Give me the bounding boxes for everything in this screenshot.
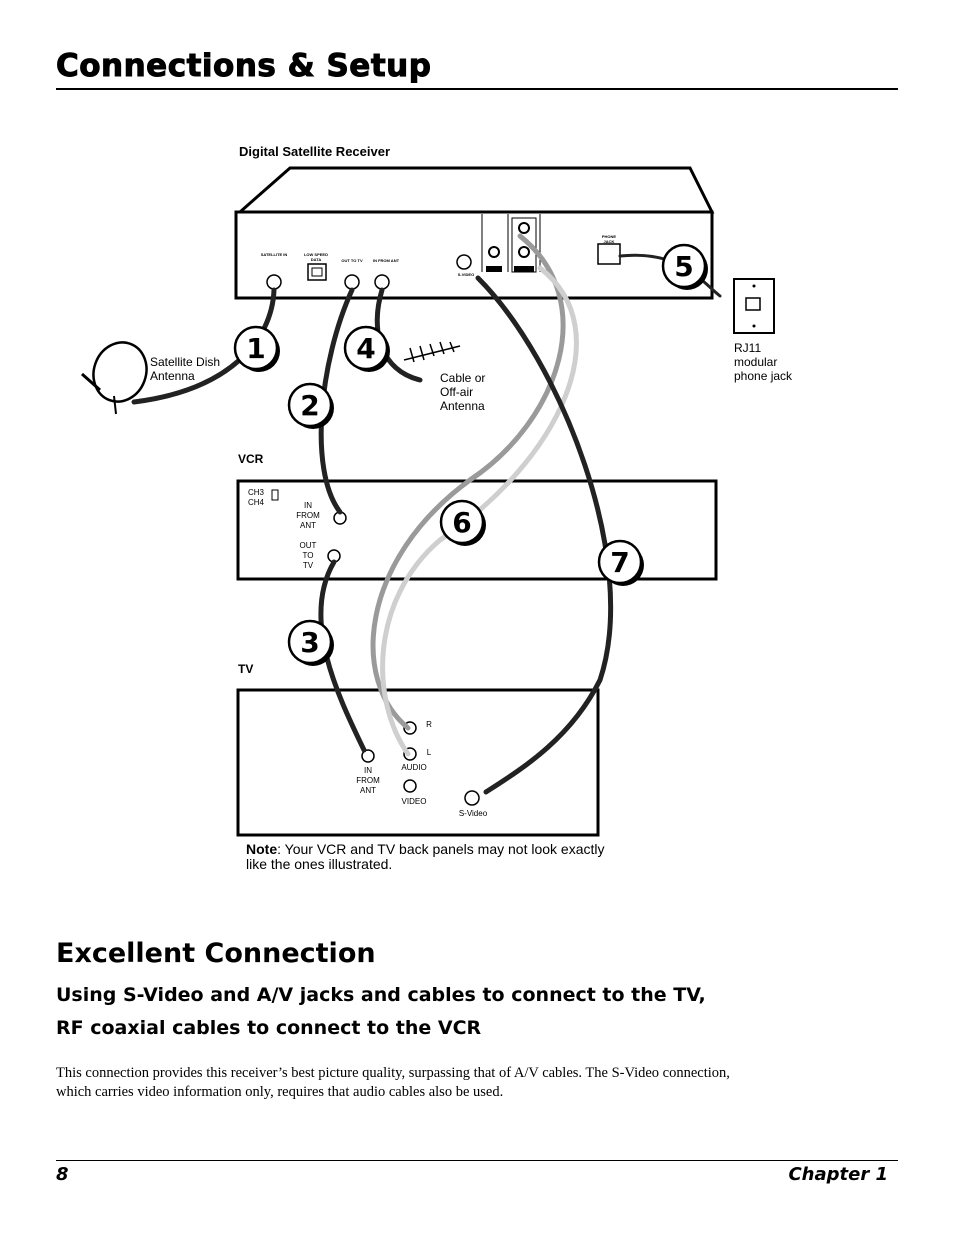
step-badge-7 — [597, 539, 643, 585]
chapter-label: Chapter 1 — [788, 1164, 888, 1185]
vcr-out-to-tv: OUT TO TV — [299, 541, 317, 570]
tv-audio-r: R — [426, 720, 432, 729]
step-number-1: 1 — [246, 332, 265, 365]
tv-box — [236, 688, 600, 837]
step-badge-4 — [343, 325, 389, 371]
section-subtitle-line1: Using S-Video and A/V jacks and cables t… — [56, 984, 706, 1006]
note-label: Note — [246, 841, 278, 857]
header-rule — [56, 88, 898, 90]
section-subtitle-line2: RF coaxial cables to connect to the VCR — [56, 1017, 482, 1039]
step-number-4: 4 — [356, 332, 375, 365]
step-badge-5 — [661, 243, 707, 289]
wall-phone-jack — [733, 278, 775, 334]
section-body: This connection provides this receiver’s… — [56, 1065, 730, 1100]
phone-jack-label: RJ11 modular phone jack — [734, 341, 793, 383]
port-in-from-ant: IN FROM ANT — [372, 258, 400, 263]
step-badge-6 — [439, 499, 485, 545]
page-number: 8 — [56, 1164, 69, 1185]
step-badge-3 — [287, 619, 333, 665]
vcr-in-from-ant: IN FROM ANT — [296, 501, 320, 530]
note-text: : Your VCR and TV back panels may not lo… — [246, 841, 605, 872]
offair-antenna — [403, 341, 461, 363]
antenna-label: Cable or Off-air Antenna — [440, 371, 486, 413]
diagram-note: Note: Your VCR and TV back panels may no… — [246, 842, 606, 872]
tv-label: TV — [238, 662, 254, 676]
footer-rule — [56, 1160, 898, 1161]
port-low-speed-data: LOW SPEED DATA — [303, 252, 328, 262]
step-badge-1 — [233, 325, 279, 371]
vcr-label: VCR — [238, 452, 264, 466]
section-title: Excellent Connection — [56, 938, 376, 969]
step-badges: 1 2 3 4 5 6 7 — [233, 243, 708, 666]
port-satellite-in: SATELLITE IN — [260, 252, 288, 257]
tv-video-label: VIDEO — [401, 797, 427, 806]
port-s-video: S-VIDEO — [457, 272, 475, 277]
tv-in-from-ant: IN FROM ANT — [356, 766, 380, 795]
step-badge-2 — [287, 382, 333, 428]
satellite-dish — [81, 341, 148, 415]
page-header-title: Connections & Setup — [55, 48, 432, 85]
satellite-dish-label: Satellite Dish Antenna — [150, 355, 221, 383]
tv-audio-label: AUDIO — [401, 763, 427, 772]
step-number-3: 3 — [300, 626, 319, 659]
connection-diagram — [81, 166, 775, 837]
step-number-5: 5 — [674, 250, 693, 283]
step-number-2: 2 — [300, 389, 319, 422]
step-number-6: 6 — [452, 506, 471, 539]
port-phone-jack: PHONE JACK — [601, 234, 617, 244]
vcr-channel-switch: CH3 CH4 — [248, 488, 265, 507]
tv-audio-l: L — [426, 748, 432, 757]
tv-svideo-label: S-Video — [458, 809, 488, 818]
receiver-label: Digital Satellite Receiver — [239, 144, 391, 159]
port-out-to-tv: OUT TO TV — [341, 258, 363, 263]
step-number-7: 7 — [610, 546, 629, 579]
